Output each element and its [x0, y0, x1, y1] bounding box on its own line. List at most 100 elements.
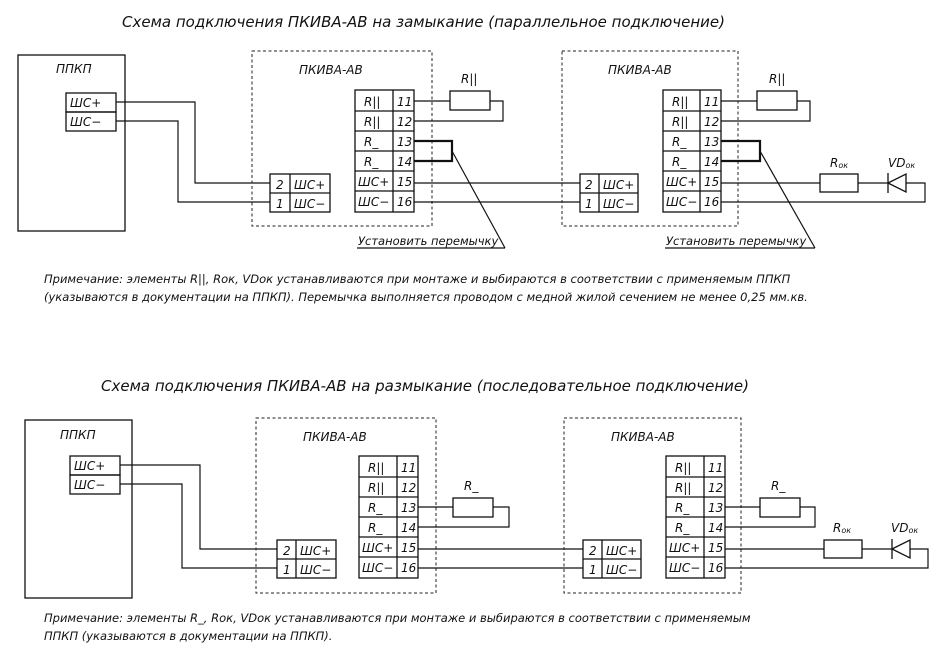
terminal-num: 13 — [704, 135, 719, 149]
input-label: ШС+ — [300, 544, 331, 558]
terminal-num: 12 — [704, 115, 719, 129]
note-line: Примечание: элементы R_, Rок, VDок устан… — [44, 611, 751, 625]
diagram-closing: Схема подключения ПКИВА-АВ на замыкание … — [17, 13, 926, 304]
terminal-label: R_ — [672, 155, 687, 169]
terminal-num: 14 — [708, 521, 723, 535]
vd-diode — [890, 538, 911, 560]
jumper-leader — [451, 150, 506, 249]
terminal-label: R|| — [672, 95, 688, 109]
panel-label: ППКП — [60, 428, 96, 442]
resistor-label: R_ — [771, 479, 786, 493]
wire-plus — [120, 464, 277, 550]
terminal-num: 16 — [401, 561, 417, 575]
device-b-2: ПКИВА-АВ 2 ШС+ 1 ШС− R|| 11 R|| 12 R_ 13… — [563, 417, 929, 594]
input-label: ШС+ — [294, 178, 325, 192]
note-line: Примечание: элементы R||, Rок, VDок уста… — [44, 272, 791, 286]
input-label: ШС− — [606, 563, 637, 577]
jumper-leader — [759, 150, 816, 249]
resistor-label: R|| — [769, 72, 785, 86]
terminal-num: 11 — [704, 95, 719, 109]
terminal-num: 13 — [397, 135, 412, 149]
input-num: 2 — [283, 544, 291, 558]
panel-box — [17, 54, 126, 232]
vd-label: VDок — [891, 521, 918, 535]
input-label: ШС− — [603, 197, 634, 211]
terminal-num: 13 — [401, 501, 416, 515]
terminal-label: ШС+ — [362, 541, 393, 555]
terminal-label: R_ — [364, 135, 379, 149]
device-a-1: ПКИВА-АВ 2 ШС+ 1 ШС− R|| 11 R|| 12 R_ 13… — [251, 50, 580, 249]
jumper-note: Установить перемычку — [358, 234, 498, 248]
vd-label: VDок — [888, 156, 915, 170]
loop-wires-1 — [116, 101, 270, 203]
resistor — [756, 90, 798, 111]
panel-terminal-minus-label: ШС− — [70, 115, 101, 129]
device-label: ПКИВА-АВ — [299, 63, 363, 77]
input-label: ШС+ — [603, 178, 634, 192]
terminal-num: 12 — [401, 481, 416, 495]
resistor — [759, 497, 801, 518]
terminal-num: 16 — [708, 561, 724, 575]
terminal-num: 15 — [704, 175, 719, 189]
device-a-2: ПКИВА-АВ 2 ШС+ 1 ШС− R|| 11 R|| 12 R_ 13… — [255, 417, 583, 594]
device-label: ПКИВА-АВ — [608, 63, 672, 77]
vd-diode — [886, 172, 907, 194]
terminal-num: 14 — [397, 155, 412, 169]
device-outline — [563, 417, 742, 594]
terminal-label: R_ — [368, 501, 383, 515]
wire-minus — [116, 120, 270, 203]
terminal-label: R|| — [364, 95, 380, 109]
device-label: ПКИВА-АВ — [611, 430, 675, 444]
terminal-label: ШС− — [362, 561, 393, 575]
jumper-note: Установить перемычку — [666, 234, 806, 248]
terminal-num: 12 — [708, 481, 723, 495]
terminal-num: 11 — [401, 461, 416, 475]
terminal-num: 15 — [708, 541, 723, 555]
input-num: 2 — [585, 178, 593, 192]
terminal-num: 15 — [397, 175, 412, 189]
terminal-label: R|| — [675, 481, 691, 495]
terminal-num: 11 — [397, 95, 412, 109]
rok-label: Rок — [833, 521, 851, 535]
terminal-label: R|| — [675, 461, 691, 475]
terminal-label: R_ — [675, 501, 690, 515]
terminal-num: 14 — [704, 155, 719, 169]
input-num: 1 — [585, 197, 593, 211]
device-outline — [561, 50, 739, 227]
terminal-label: ШС− — [669, 561, 700, 575]
terminal-label: ШС+ — [666, 175, 697, 189]
resistor — [449, 90, 491, 111]
input-num: 1 — [276, 197, 284, 211]
terminal-label: ШС− — [358, 195, 389, 209]
wire-minus — [120, 483, 277, 569]
terminal-label: R_ — [672, 135, 687, 149]
panel-terminal-plus-label: ШС+ — [74, 459, 105, 473]
rok-resistor — [819, 173, 859, 193]
device-outline — [251, 50, 433, 227]
terminal-label: R|| — [368, 461, 384, 475]
loop-wires-2 — [120, 464, 277, 569]
wire-plus — [116, 101, 270, 184]
device-label: ПКИВА-АВ — [303, 430, 367, 444]
resistor-label: R_ — [464, 479, 479, 493]
terminal-num: 12 — [397, 115, 412, 129]
rok-resistor — [823, 539, 863, 559]
terminal-label: R|| — [368, 481, 384, 495]
note-line: ППКП (указываются в документации на ППКП… — [44, 629, 332, 643]
terminal-label: R_ — [364, 155, 379, 169]
input-num: 2 — [589, 544, 597, 558]
panel-box — [24, 419, 133, 599]
device-b-1: ПКИВА-АВ 2 ШС+ 1 ШС− R|| 11 R|| 12 R_ 13… — [561, 50, 926, 249]
panel-ppkp-2: ППКП ШС+ ШС− — [24, 419, 133, 599]
input-label: ШС− — [300, 563, 331, 577]
input-label: ШС+ — [606, 544, 637, 558]
jumper — [414, 139, 454, 163]
terminal-num: 13 — [708, 501, 723, 515]
input-label: ШС− — [294, 197, 325, 211]
panel-terminal-plus-label: ШС+ — [70, 96, 101, 110]
terminal-label: ШС− — [666, 195, 697, 209]
input-num: 1 — [283, 563, 291, 577]
terminal-label: ШС+ — [669, 541, 700, 555]
panel-label: ППКП — [56, 62, 92, 76]
